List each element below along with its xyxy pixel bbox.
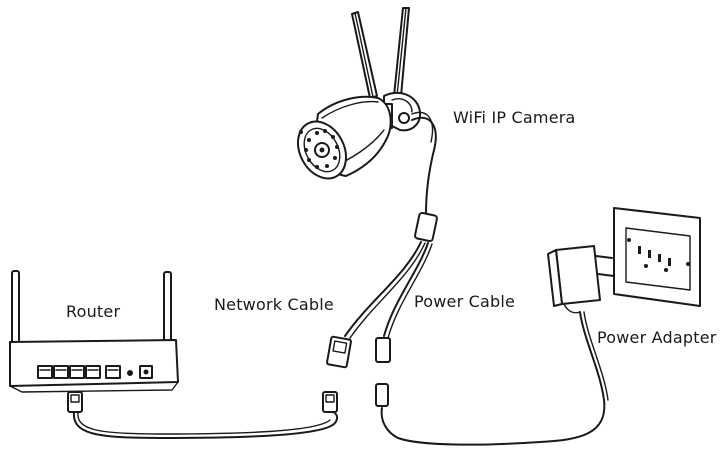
power-adapter-label: Power Adapter (597, 328, 717, 347)
router-antenna-right (163, 271, 172, 349)
adapter-cable-plug (375, 383, 389, 407)
router (9, 270, 179, 393)
wall-outlet (613, 207, 701, 307)
network-cable (326, 241, 426, 369)
power-adapter-cable (375, 311, 609, 446)
power-adapter (547, 245, 615, 314)
camera-antenna-left (351, 11, 378, 99)
cable-splitter (414, 211, 438, 243)
camera-antenna-right (393, 7, 410, 97)
network-cable-label: Network Cable (214, 295, 334, 314)
camera-label: WiFi IP Camera (453, 108, 576, 127)
camera-ir-leds (304, 129, 339, 169)
power-cable (375, 242, 433, 363)
router-antenna-left (11, 270, 20, 350)
power-cable-plug (375, 337, 391, 363)
router-lan-ports (37, 365, 121, 379)
wifi-ip-camera (297, 7, 422, 180)
camera-cable (411, 111, 437, 215)
router-network-cable (67, 391, 339, 439)
camera-body (297, 95, 392, 180)
router-button (127, 370, 133, 376)
power-cable-label: Power Cable (414, 292, 516, 311)
router-label: Router (66, 302, 121, 321)
